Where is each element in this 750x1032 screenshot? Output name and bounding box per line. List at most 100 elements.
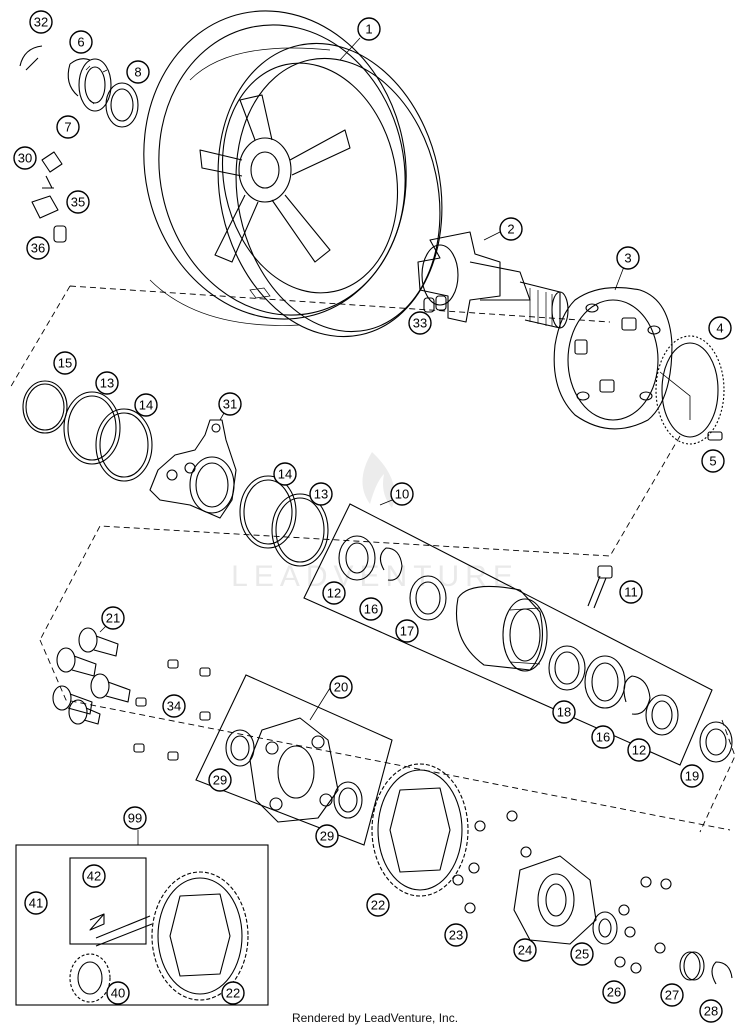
callout-2: 2 bbox=[499, 217, 523, 241]
sprocket-carrier-hub bbox=[513, 855, 597, 945]
callout-29: 29 bbox=[208, 768, 232, 792]
callout-30: 30 bbox=[13, 146, 37, 170]
callout-16: 16 bbox=[591, 725, 615, 749]
callout-3: 3 bbox=[616, 246, 640, 270]
svg-text:26: 26 bbox=[607, 985, 621, 1000]
callout-40: 40 bbox=[106, 981, 130, 1005]
washer-25 bbox=[592, 911, 618, 945]
callout-29: 29 bbox=[315, 824, 339, 848]
rubber-dampers bbox=[52, 627, 131, 725]
svg-text:22: 22 bbox=[226, 986, 240, 1001]
watermark: LEADVENTURE bbox=[231, 452, 519, 593]
callout-35: 35 bbox=[66, 190, 90, 214]
callout-13: 13 bbox=[95, 371, 119, 395]
callout-5: 5 bbox=[701, 449, 725, 473]
brake-caliper-carrier bbox=[149, 419, 237, 519]
svg-text:15: 15 bbox=[58, 356, 72, 371]
svg-text:24: 24 bbox=[518, 943, 532, 958]
tire-valve-parts bbox=[31, 151, 67, 243]
callout-28: 28 bbox=[699, 999, 723, 1023]
assembly-guide-lines bbox=[9, 285, 736, 833]
svg-text:99: 99 bbox=[128, 811, 142, 826]
rear-wheel bbox=[143, 10, 443, 338]
svg-text:14: 14 bbox=[278, 467, 292, 482]
callout-26: 26 bbox=[602, 980, 626, 1004]
svg-text:4: 4 bbox=[716, 321, 723, 336]
svg-text:16: 16 bbox=[596, 730, 610, 745]
callout-19: 19 bbox=[680, 764, 704, 788]
svg-text:18: 18 bbox=[557, 705, 571, 720]
svg-text:23: 23 bbox=[449, 928, 463, 943]
callout-6: 6 bbox=[69, 30, 93, 54]
svg-text:35: 35 bbox=[71, 195, 85, 210]
svg-text:3: 3 bbox=[624, 251, 631, 266]
svg-text:34: 34 bbox=[167, 699, 181, 714]
svg-text:16: 16 bbox=[364, 602, 378, 617]
svg-text:5: 5 bbox=[709, 454, 716, 469]
collar-nut-27 bbox=[679, 951, 705, 981]
callout-17: 17 bbox=[395, 619, 419, 643]
circlip-and-bearing-top bbox=[19, 45, 139, 128]
callout-42: 42 bbox=[82, 864, 106, 888]
svg-text:12: 12 bbox=[632, 743, 646, 758]
nuts-26 bbox=[614, 876, 672, 974]
callout-32: 32 bbox=[29, 10, 53, 34]
callouts: 1 2 3 4 5 6 7 8 10 11 12 12 13 13 14 14 … bbox=[13, 10, 732, 1023]
carrier-bolts bbox=[133, 659, 211, 761]
callout-22: 22 bbox=[221, 981, 245, 1005]
callout-23: 23 bbox=[444, 923, 468, 947]
watermark-text: LEADVENTURE bbox=[231, 560, 519, 593]
callout-33: 33 bbox=[408, 311, 432, 335]
callout-21: 21 bbox=[101, 606, 125, 630]
rear-sprocket bbox=[371, 763, 469, 897]
svg-text:27: 27 bbox=[665, 988, 679, 1003]
svg-text:6: 6 bbox=[77, 35, 84, 50]
svg-text:36: 36 bbox=[31, 241, 45, 256]
callout-12: 12 bbox=[322, 581, 346, 605]
leader-lines bbox=[99, 37, 626, 721]
svg-text:33: 33 bbox=[413, 316, 427, 331]
svg-text:10: 10 bbox=[395, 487, 409, 502]
callout-18: 18 bbox=[552, 700, 576, 724]
seal-rings-middle bbox=[239, 475, 329, 567]
flange-bolts bbox=[423, 295, 447, 313]
callout-10: 10 bbox=[390, 482, 414, 506]
svg-text:20: 20 bbox=[334, 680, 348, 695]
svg-text:42: 42 bbox=[87, 869, 101, 884]
svg-text:14: 14 bbox=[139, 398, 153, 413]
damper-panel bbox=[39, 627, 731, 831]
callout-13: 13 bbox=[309, 482, 333, 506]
svg-text:22: 22 bbox=[371, 898, 385, 913]
callout-8: 8 bbox=[126, 60, 150, 84]
abs-ring-screw bbox=[707, 431, 723, 441]
svg-text:13: 13 bbox=[100, 376, 114, 391]
callout-24: 24 bbox=[513, 938, 537, 962]
callout-31: 31 bbox=[218, 392, 242, 416]
callout-20: 20 bbox=[329, 675, 353, 699]
callout-22: 22 bbox=[366, 893, 390, 917]
svg-text:28: 28 bbox=[704, 1004, 718, 1019]
callout-1: 1 bbox=[357, 17, 381, 41]
seal-rings-upper bbox=[22, 380, 153, 482]
svg-text:2: 2 bbox=[507, 222, 514, 237]
circlip-28 bbox=[711, 961, 733, 985]
callout-36: 36 bbox=[26, 236, 50, 260]
sprocket-carrier-group bbox=[195, 674, 393, 846]
svg-text:7: 7 bbox=[64, 120, 71, 135]
svg-text:17: 17 bbox=[400, 624, 414, 639]
callout-16: 16 bbox=[359, 597, 383, 621]
svg-text:40: 40 bbox=[111, 986, 125, 1001]
carrier-nuts bbox=[452, 810, 532, 914]
callout-11: 11 bbox=[619, 580, 643, 604]
svg-text:31: 31 bbox=[223, 397, 237, 412]
callout-27: 27 bbox=[660, 983, 684, 1007]
svg-text:30: 30 bbox=[18, 151, 32, 166]
svg-text:8: 8 bbox=[134, 65, 141, 80]
callout-14: 14 bbox=[273, 462, 297, 486]
callout-14: 14 bbox=[134, 393, 158, 417]
spacer-19 bbox=[699, 721, 733, 763]
callout-34: 34 bbox=[162, 694, 186, 718]
chain-kit-group bbox=[15, 830, 269, 1006]
svg-text:29: 29 bbox=[320, 829, 334, 844]
